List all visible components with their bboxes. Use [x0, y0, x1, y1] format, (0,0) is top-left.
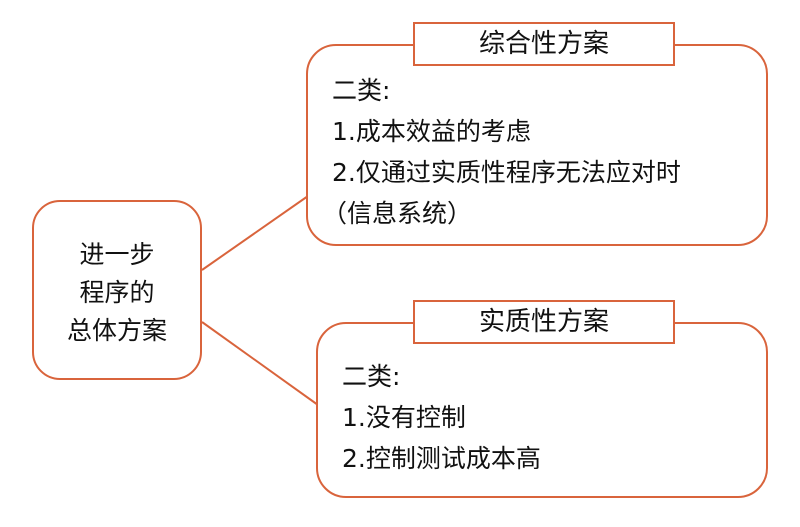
substantive-approach-title: 实质性方案 — [413, 300, 675, 344]
comprehensive-line-1: 二类: — [332, 76, 391, 105]
root-label-line-2: 程序的 — [79, 278, 155, 307]
comprehensive-line-3: 2.仅通过实质性程序无法应对时 — [332, 158, 681, 187]
substantive-approach-node — [316, 322, 768, 498]
connector-to-comprehensive — [201, 195, 309, 271]
root-node: 进一步 程序的 总体方案 — [32, 200, 202, 380]
connector-to-substantive — [201, 321, 319, 406]
root-label-line-1: 进一步 — [79, 240, 155, 269]
substantive-line-2: 1.没有控制 — [342, 403, 466, 432]
substantive-line-1: 二类: — [342, 362, 401, 391]
substantive-line-3: 2.控制测试成本高 — [342, 444, 541, 473]
comprehensive-line-4: （信息系统） — [322, 199, 473, 228]
comprehensive-approach-title: 综合性方案 — [413, 22, 675, 66]
comprehensive-line-2: 1.成本效益的考虑 — [332, 117, 531, 146]
root-label-line-3: 总体方案 — [66, 316, 167, 345]
